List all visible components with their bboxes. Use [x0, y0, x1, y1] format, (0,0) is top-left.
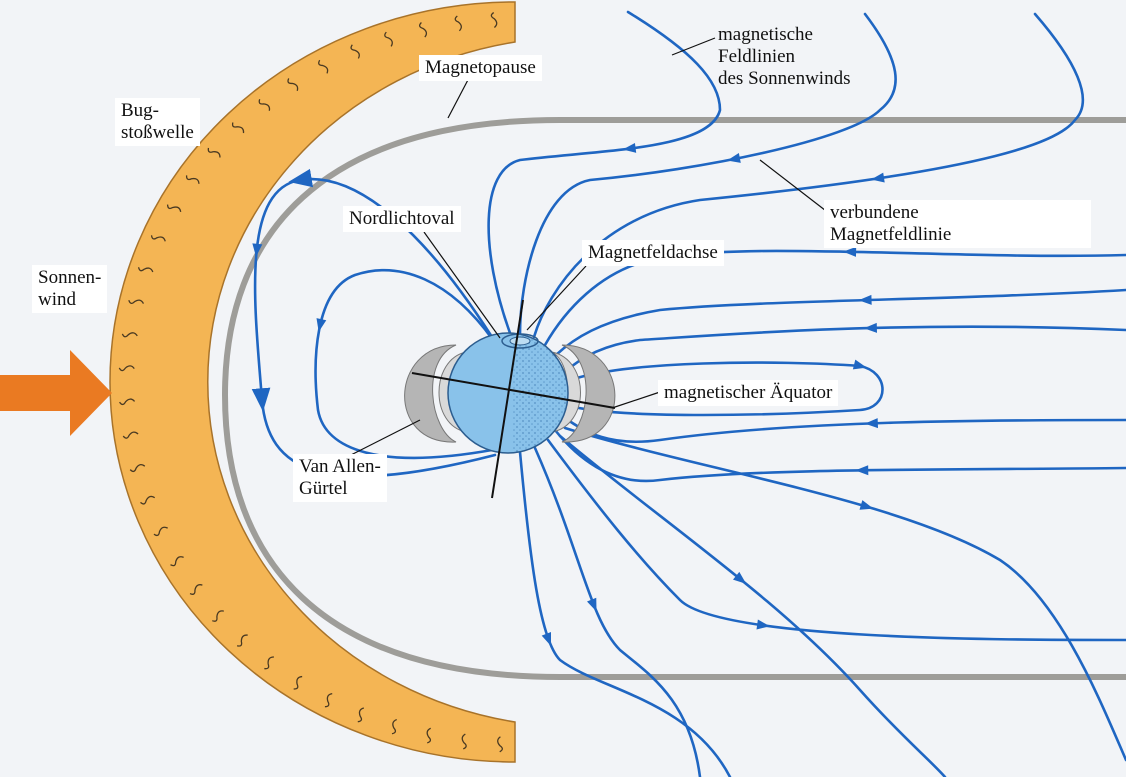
label-magnetopause: Magnetopause	[419, 55, 542, 81]
label-line: Magnetfeldlinie	[830, 224, 951, 246]
label-line: wind	[38, 289, 101, 311]
label-line: Feldlinien	[718, 46, 850, 68]
label-connected-field-line: verbundene Magnetfeldlinie	[824, 200, 1091, 248]
label-magnetic-equator: magnetischer Äquator	[658, 380, 838, 406]
label-line: verbundene	[830, 202, 951, 224]
label-line: stoßwelle	[121, 122, 194, 144]
label-line: Van Allen-	[299, 456, 381, 478]
label-line: Bug-	[121, 100, 194, 122]
label-line: Sonnen-	[38, 267, 101, 289]
label-line: magnetische	[718, 24, 850, 46]
label-aurora-oval: Nordlichtoval	[343, 206, 461, 232]
label-solar-wind-field-lines: magnetische Feldlinien des Sonnenwinds	[712, 22, 856, 92]
label-magnetic-axis: Magnetfeldachse	[582, 240, 724, 266]
label-van-allen-belt: Van Allen- Gürtel	[293, 454, 387, 502]
label-solar-wind: Sonnen- wind	[32, 265, 107, 313]
label-line: des Sonnenwinds	[718, 68, 850, 90]
label-bow-shock: Bug- stoßwelle	[115, 98, 200, 146]
label-line: Gürtel	[299, 478, 381, 500]
